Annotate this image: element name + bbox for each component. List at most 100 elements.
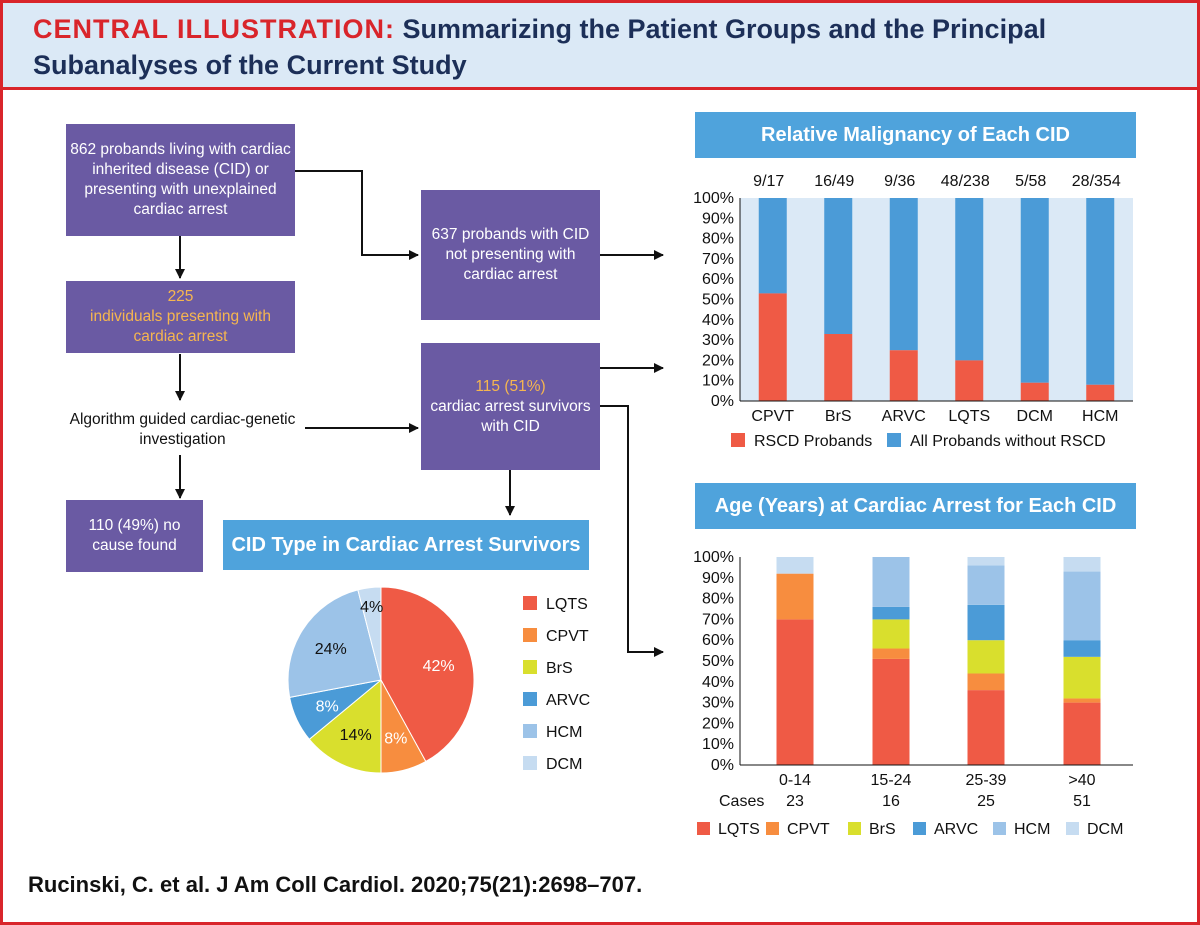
y-tick-label: 0%: [711, 393, 734, 410]
bar-40-brs: [1063, 656, 1101, 699]
y-tick-label: 50%: [702, 653, 734, 670]
malignancy-title: Relative Malignancy of Each CID: [695, 112, 1136, 158]
bar-rscd-lqts: [955, 360, 984, 401]
y-tick-label: 40%: [702, 312, 734, 329]
x-tick-label: DCM: [1017, 408, 1053, 425]
pie-slice-brs: [308, 678, 382, 774]
bar-all-brs: [824, 198, 853, 335]
fraction-label: 28/354: [1072, 173, 1121, 190]
algorithm-text: Algorithm guided cardiac-genetic investi…: [69, 411, 296, 448]
pie-legend-label-brs: BrS: [546, 660, 573, 677]
pie-label-arvc: 8%: [316, 698, 339, 715]
bar-0-14-dcm: [776, 557, 814, 574]
cases-value: 23: [786, 793, 804, 810]
x-tick-label: 25-39: [966, 772, 1007, 789]
cases-value: 25: [977, 793, 995, 810]
pie-label-dcm: 4%: [360, 599, 383, 616]
y-tick-label: 30%: [702, 695, 734, 712]
box-225-count: 225: [167, 288, 194, 305]
legend-label-all: All Probands without RSCD: [910, 433, 1106, 450]
bar-25-39-lqts: [967, 690, 1005, 765]
box-637-cid: 637 probands with CID not presenting wit…: [421, 190, 600, 320]
x-tick-label: ARVC: [882, 408, 926, 425]
y-tick-label: 90%: [702, 570, 734, 587]
x-tick-label: 0-14: [779, 772, 811, 789]
pie-legend-label-lqts: LQTS: [546, 596, 588, 613]
cases-value: 16: [882, 793, 900, 810]
bar-25-39-dcm: [967, 557, 1005, 566]
bar-15-24-brs: [872, 619, 910, 649]
pie-slice-lqts: [380, 586, 475, 763]
legend-swatch-cpvt: [766, 822, 779, 835]
y-tick-label: 40%: [702, 674, 734, 691]
bar-25-39-hcm: [967, 565, 1005, 605]
legend-label-dcm: DCM: [1087, 821, 1123, 838]
x-tick-label: >40: [1068, 772, 1095, 789]
box-225-text: individuals presenting with cardiac arre…: [90, 308, 271, 345]
fraction-label: 9/36: [884, 173, 915, 190]
box-115-count: 115 (51%): [475, 377, 546, 395]
bar-rscd-brs: [824, 334, 853, 401]
y-tick-label: 10%: [702, 736, 734, 753]
bar-40-cpvt: [1063, 698, 1101, 703]
bar-25-39-arvc: [967, 604, 1005, 641]
fraction-label: 9/17: [753, 173, 784, 190]
bar-all-cpvt: [758, 198, 787, 294]
y-tick-label: 100%: [693, 190, 734, 207]
pie-slice-dcm: [357, 586, 382, 681]
pie-label-lqts: 42%: [423, 658, 455, 675]
plot-area: [740, 198, 1133, 401]
box-225-arrest: 225 individuals presenting with cardiac …: [66, 281, 295, 353]
y-tick-label: 10%: [702, 373, 734, 390]
y-tick-label: 100%: [693, 549, 734, 566]
y-tick-label: 60%: [702, 271, 734, 288]
bar-25-39-brs: [967, 640, 1005, 674]
box-110-no-cause: 110 (49%) no cause found: [66, 500, 203, 572]
bar-15-24-arvc: [872, 606, 910, 620]
bar-40-lqts: [1063, 702, 1101, 765]
bar-all-hcm: [1086, 198, 1115, 385]
legend-label-brs: BrS: [869, 821, 896, 838]
y-tick-label: 30%: [702, 332, 734, 349]
pie-legend-swatch-dcm: [523, 756, 537, 770]
pie-legend-swatch-brs: [523, 660, 537, 674]
bar-15-24-hcm: [872, 557, 910, 607]
legend-swatch-lqts: [697, 822, 710, 835]
age-title: Age (Years) at Cardiac Arrest for Each C…: [695, 483, 1136, 529]
x-tick-label: 15-24: [871, 772, 912, 789]
bar-40-dcm: [1063, 557, 1101, 572]
bar-all-dcm: [1020, 198, 1049, 383]
x-tick-label: CPVT: [751, 408, 794, 425]
header: CENTRAL ILLUSTRATION: Summarizing the Pa…: [3, 3, 1197, 90]
y-tick-label: 90%: [702, 210, 734, 227]
header-title: Summarizing the Patient Groups and the P…: [33, 14, 1047, 80]
y-tick-label: 50%: [702, 292, 734, 309]
bar-0-14-cpvt: [776, 573, 814, 620]
bar-rscd-cpvt: [758, 293, 787, 401]
bar-all-lqts: [955, 198, 984, 361]
bar-40-hcm: [1063, 571, 1101, 641]
bar-0-14-lqts: [776, 619, 814, 765]
pie-label-hcm: 24%: [315, 641, 347, 658]
pie-slice-hcm: [287, 589, 382, 699]
legend-swatch-hcm: [993, 822, 1006, 835]
y-tick-label: 80%: [702, 231, 734, 248]
box-110-text: 110 (49%) no cause found: [88, 517, 181, 554]
pie-legend-swatch-cpvt: [523, 628, 537, 642]
box-115-text: cardiac arrest survivors with CID: [430, 397, 591, 435]
cases-value: 51: [1073, 793, 1091, 810]
x-tick-label: BrS: [825, 408, 852, 425]
legend-swatch-arvc: [913, 822, 926, 835]
pie-legend-label-cpvt: CPVT: [546, 628, 589, 645]
box-115-survivors: 115 (51%) cardiac arrest survivors with …: [421, 343, 600, 470]
y-tick-label: 20%: [702, 352, 734, 369]
y-tick-label: 80%: [702, 591, 734, 608]
bar-all-arvc: [889, 198, 918, 351]
y-tick-label: 20%: [702, 715, 734, 732]
x-tick-label: HCM: [1082, 408, 1118, 425]
bar-25-39-cpvt: [967, 673, 1005, 691]
bar-15-24-cpvt: [872, 648, 910, 659]
